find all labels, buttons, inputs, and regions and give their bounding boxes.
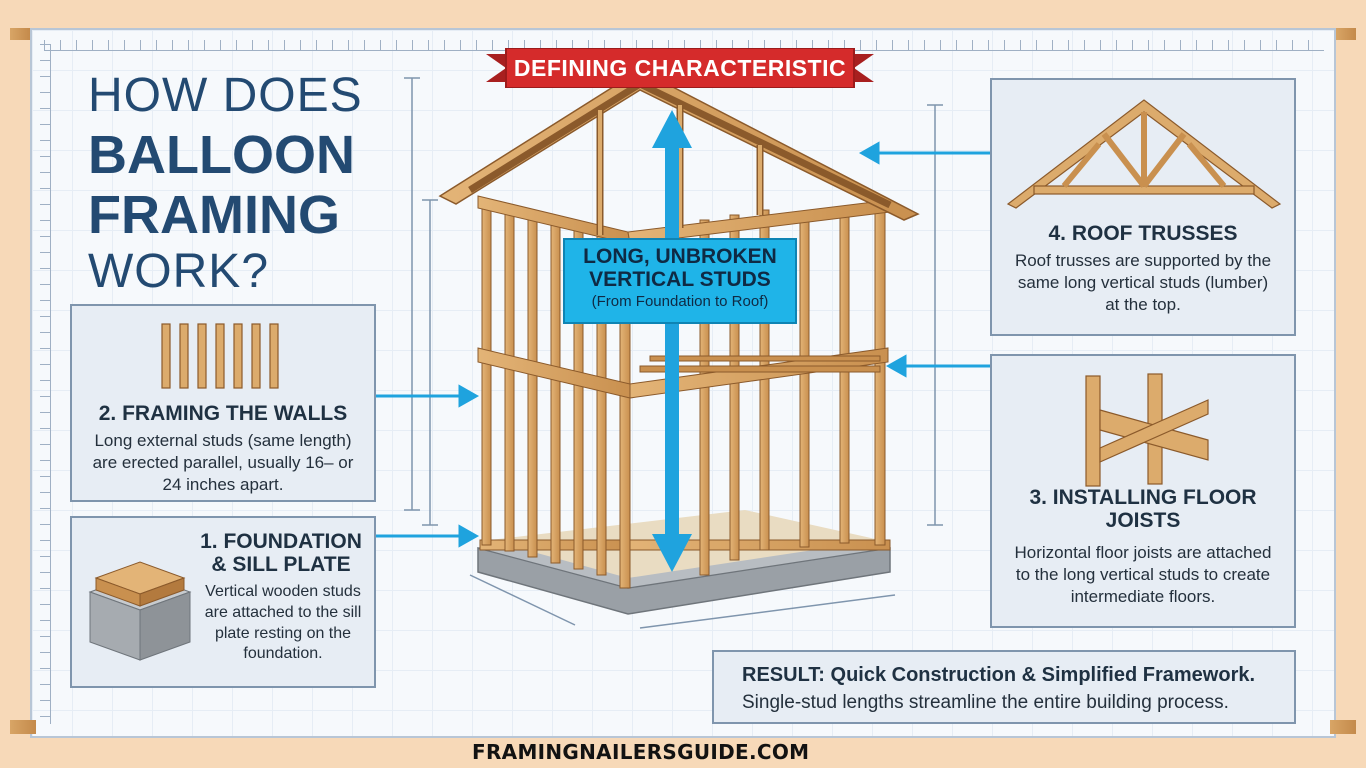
banner-ribbon [486, 48, 874, 88]
joist-connection-icon [1085, 373, 1209, 487]
floor-joists-title: 3. INSTALLING FLOOR JOISTS [1029, 486, 1257, 533]
callout-subtitle: (From Foundation to Roof) [591, 293, 769, 311]
panel-result: RESULT: Quick Construction & Simplified … [712, 650, 1296, 724]
floor-joists-desc: Horizontal floor joists are attached to … [1014, 543, 1272, 607]
framing-walls-desc: Long external studs (same length) are er… [92, 431, 354, 495]
foundation-block-icon [88, 561, 192, 661]
foundation-desc: Vertical wooden studs are attached to th… [204, 583, 362, 663]
wood-corner-bottom-right [1330, 720, 1356, 734]
front-left-studs [481, 199, 631, 589]
panel-roof-trusses: 4. ROOF TRUSSES Roof trusses are support… [990, 78, 1296, 336]
result-title: RESULT: Quick Construction & Simplified … [742, 664, 1256, 686]
connector-arrows [375, 141, 990, 548]
vertical-arrow-head-down [652, 534, 692, 572]
wood-corner-bottom-left [10, 720, 36, 734]
vertical-arrow-head-up [652, 110, 692, 148]
roof-truss-icon [1006, 99, 1282, 209]
dimension-lines [404, 77, 943, 629]
vertical-studs-callout: LONG, UNBROKEN VERTICAL STUDS (From Foun… [563, 238, 797, 324]
floor-joists-mid [639, 355, 881, 373]
foundation-title: 1. FOUNDATION & SILL PLATE [200, 530, 362, 577]
panel-foundation: 1. FOUNDATION & SILL PLATE Vertical wood… [70, 516, 376, 688]
wood-corner-top-left [10, 28, 30, 40]
banner-text: DEFINING CHARACTERISTIC [513, 54, 847, 81]
main-title: HOW DOES BALLOON FRAMING WORK? [88, 72, 363, 304]
callout-title: LONG, UNBROKEN VERTICAL STUDS [583, 245, 777, 292]
title-line-4: WORK? [88, 245, 270, 298]
panel-framing-walls: 2. FRAMING THE WALLS Long external studs… [70, 304, 376, 502]
framing-walls-title: 2. FRAMING THE WALLS [98, 402, 348, 425]
roof-trusses-title: 4. ROOF TRUSSES [1048, 222, 1238, 245]
title-line-2: BALLOON [88, 125, 355, 185]
studs-icon [161, 323, 279, 389]
title-line-3: FRAMING [88, 185, 340, 245]
roof-trusses-desc: Roof trusses are supported by the same l… [1014, 251, 1272, 315]
title-line-1: HOW DOES [88, 69, 363, 122]
panel-floor-joists: 3. INSTALLING FLOOR JOISTS Horizontal fl… [990, 354, 1296, 628]
wood-corner-top-right [1336, 28, 1356, 40]
result-desc: Single-stud lengths streamline the entir… [742, 692, 1229, 713]
footer-url: FRAMINGNAILERSGUIDE.COM [472, 740, 810, 764]
left-ruler [40, 44, 51, 724]
defining-characteristic-banner: DEFINING CHARACTERISTIC [486, 48, 874, 88]
